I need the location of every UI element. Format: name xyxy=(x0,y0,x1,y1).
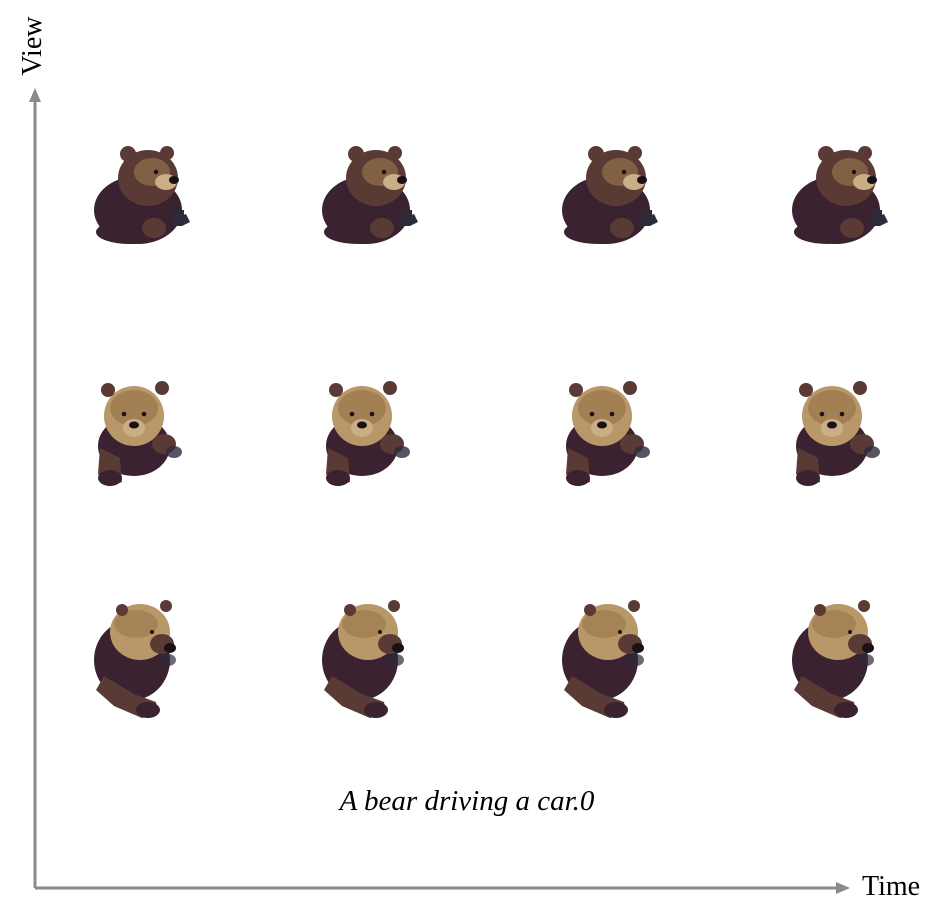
bear-frame-view2-time2 xyxy=(318,378,413,498)
x-axis-label: Time xyxy=(862,871,920,903)
y-axis-label: View xyxy=(17,6,49,86)
bear-frame-view1-time4 xyxy=(788,140,898,255)
bear-frame-view2-time1 xyxy=(90,378,185,498)
bear-frame-view3-time3 xyxy=(558,598,658,728)
bear-frame-view2-time3 xyxy=(558,378,653,498)
bear-frame-view2-time4 xyxy=(788,378,883,498)
bear-frame-view1-time1 xyxy=(90,140,200,255)
bear-frame-view1-time2 xyxy=(318,140,428,255)
caption: A bear driving a car.0 xyxy=(0,785,934,818)
x-axis-arrowhead xyxy=(836,882,850,894)
y-axis-arrowhead xyxy=(29,88,41,102)
bear-frame-view3-time4 xyxy=(788,598,888,728)
bear-frame-view1-time3 xyxy=(558,140,668,255)
bear-frame-view3-time2 xyxy=(318,598,418,728)
bear-frame-view3-time1 xyxy=(90,598,190,728)
